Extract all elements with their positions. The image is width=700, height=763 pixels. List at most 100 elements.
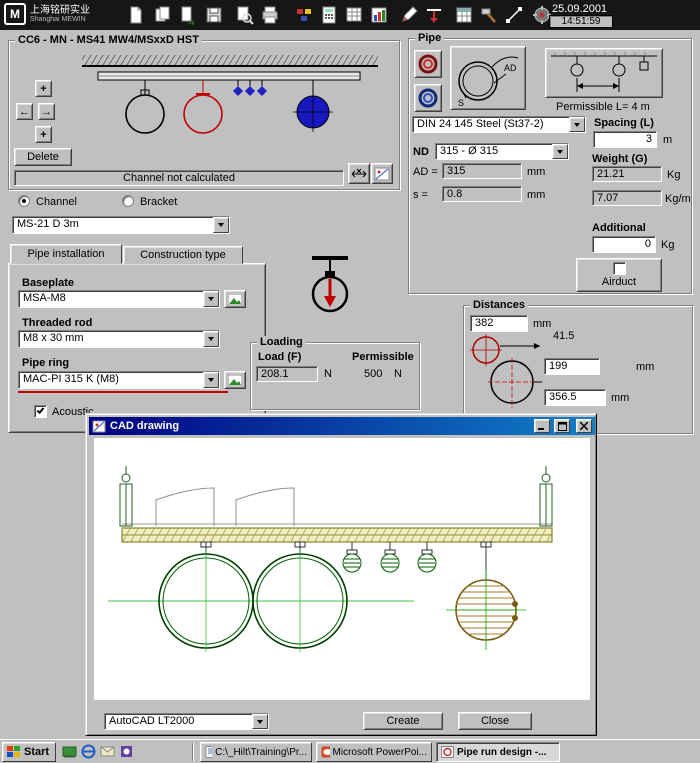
print-icon[interactable]: [259, 4, 281, 26]
distance-top-input[interactable]: 382: [470, 315, 528, 332]
chevron-down-icon: [208, 297, 214, 301]
prev-button[interactable]: ←: [16, 103, 33, 120]
s-unit: mm: [527, 189, 545, 201]
cad-drawing: [94, 438, 590, 700]
copy-document-icon[interactable]: [151, 4, 173, 26]
channel-type-dropdown-button[interactable]: [213, 217, 229, 233]
drafting-icon: [374, 167, 390, 181]
distance-bottom-input[interactable]: 356.5: [544, 389, 606, 406]
material-value: DIN 24 145 Steel (St37-2): [413, 117, 569, 132]
add-top-button[interactable]: +: [35, 80, 52, 97]
spacing-unit: m: [663, 134, 672, 146]
acoustic-checkbox[interactable]: [34, 405, 47, 418]
status-bar: Channel not calculated: [14, 170, 344, 186]
airduct-checkbox[interactable]: [613, 262, 626, 275]
print-preview-icon[interactable]: [233, 4, 255, 26]
threaded-rod-value: M8 x 30 mm: [19, 331, 203, 347]
round-pipe-blue-button[interactable]: [414, 84, 442, 112]
task-pipe-run-design[interactable]: Pipe run design -...: [436, 742, 560, 762]
dimension-arrows-button[interactable]: [348, 163, 370, 184]
delete-button-label: Delete: [27, 151, 59, 163]
permissible-length-label: Permissible L= 4 m: [556, 101, 650, 113]
support-load-icon[interactable]: [423, 4, 445, 26]
cad-line-icon[interactable]: [503, 4, 525, 26]
task-powerpoint[interactable]: Microsoft PowerPoi...: [316, 742, 432, 762]
distance-right-unit: mm: [636, 361, 654, 373]
quicklaunch-desktop-icon[interactable]: [62, 744, 77, 762]
material-dropdown-button[interactable]: [569, 117, 585, 132]
nd-dropdown-button[interactable]: [552, 144, 568, 159]
quicklaunch-channels-icon[interactable]: [119, 744, 134, 762]
threaded-rod-dropdown-button[interactable]: [203, 331, 219, 347]
new-document-icon[interactable]: [125, 4, 147, 26]
cad-app-value: AutoCAD LT2000: [105, 714, 252, 729]
next-button[interactable]: →: [38, 103, 55, 120]
ad-value-field: 315: [442, 163, 522, 179]
cad-drawing-button[interactable]: [371, 163, 393, 184]
add-bottom-button[interactable]: +: [35, 126, 52, 143]
cad-window-titlebar[interactable]: CAD drawing: [89, 417, 595, 435]
chevron-down-icon: [208, 378, 214, 382]
spacing-diagram-button[interactable]: [545, 48, 663, 98]
calculator-icon[interactable]: [318, 4, 340, 26]
task-label: Pipe run design -...: [457, 747, 546, 758]
tab-pipe-installation[interactable]: Pipe installation: [10, 244, 122, 264]
plus-icon: +: [40, 129, 46, 141]
channel-type-combobox[interactable]: MS-21 D 3m: [12, 216, 230, 234]
maximize-button[interactable]: [554, 419, 570, 433]
material-combobox[interactable]: DIN 24 145 Steel (St37-2): [412, 116, 586, 133]
grid-icon[interactable]: [453, 4, 475, 26]
close-button-label: Close: [481, 715, 509, 727]
channel-radio[interactable]: [18, 195, 30, 207]
start-label: Start: [24, 746, 49, 758]
pipe-ring-preview-button[interactable]: [224, 371, 246, 389]
additional-label: Additional: [592, 222, 646, 234]
quicklaunch-mail-icon[interactable]: [100, 744, 115, 762]
baseplate-combobox[interactable]: MSA-M8: [18, 290, 220, 308]
table-icon[interactable]: [343, 4, 365, 26]
baseplate-value: MSA-M8: [19, 291, 203, 307]
channel-radio-label: Channel: [36, 196, 77, 208]
chart-icon[interactable]: [368, 4, 390, 26]
distances-diagram: [466, 332, 542, 412]
distance-right-input[interactable]: 199: [544, 358, 600, 375]
chevron-down-icon: [257, 720, 263, 724]
load-unit: N: [324, 368, 332, 380]
bracket-radio-label: Bracket: [140, 196, 177, 208]
bracket-radio[interactable]: [122, 195, 134, 207]
pen-icon[interactable]: [398, 4, 420, 26]
spacing-input[interactable]: 3: [593, 131, 657, 148]
close-button[interactable]: [576, 419, 592, 433]
export-document-icon[interactable]: [177, 4, 199, 26]
quicklaunch-browser-icon[interactable]: [81, 744, 96, 762]
pipe-ring-dropdown-button[interactable]: [203, 372, 219, 388]
nd-combobox[interactable]: 315 - Ø 315: [435, 143, 569, 160]
minimize-button[interactable]: [534, 419, 550, 433]
pipe-ring-combobox[interactable]: MAC-PI 315 K (M8): [18, 371, 220, 389]
round-pipe-red-button[interactable]: [414, 50, 442, 78]
tab-label: Construction type: [140, 249, 226, 261]
airduct-toggle[interactable]: Airduct: [576, 258, 662, 292]
baseplate-dropdown-button[interactable]: [203, 291, 219, 307]
cad-app-combobox[interactable]: AutoCAD LT2000: [104, 713, 269, 730]
start-button[interactable]: Start: [2, 742, 56, 762]
additional-unit: Kg: [661, 239, 674, 251]
save-icon[interactable]: [203, 4, 225, 26]
create-button-label: Create: [386, 715, 419, 727]
cad-close-button[interactable]: Close: [458, 712, 532, 730]
pipe-ring-value: MAC-PI 315 K (M8): [19, 372, 203, 388]
additional-input[interactable]: 0: [592, 236, 656, 253]
cad-app-dropdown-button[interactable]: [252, 714, 268, 729]
tab-construction-type[interactable]: Construction type: [123, 246, 243, 264]
threaded-rod-combobox[interactable]: M8 x 30 mm: [18, 330, 220, 348]
task-folder[interactable]: C:\_Hilt\Training\Pr...: [200, 742, 312, 762]
logo-text-en: Shanghai MEWIN: [30, 16, 90, 24]
palette-icon[interactable]: [293, 4, 315, 26]
baseplate-preview-button[interactable]: [224, 290, 246, 308]
blue-pipe-icon: [417, 87, 439, 109]
tools-icon[interactable]: [478, 4, 500, 26]
delete-button[interactable]: Delete: [14, 148, 72, 166]
pipe-section-button[interactable]: AD S: [450, 46, 526, 110]
create-button[interactable]: Create: [363, 712, 443, 730]
